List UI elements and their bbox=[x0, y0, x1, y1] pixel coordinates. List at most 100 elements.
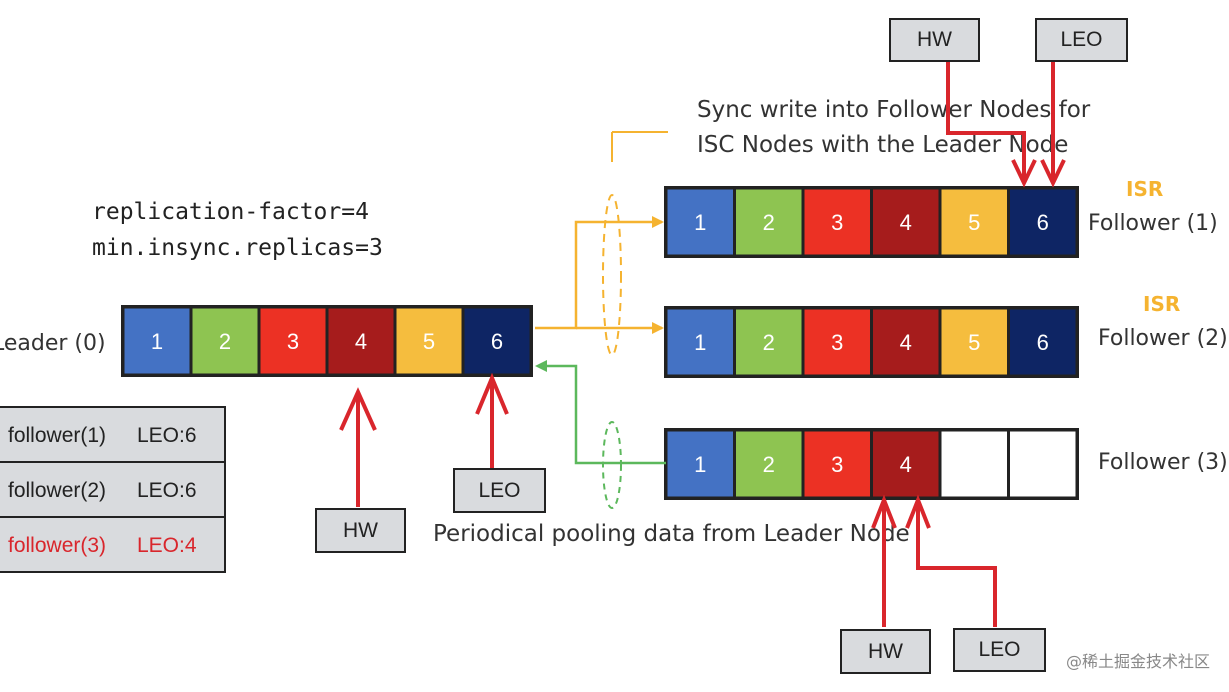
leader-log-cell bbox=[464, 308, 530, 374]
leader-hw-arrowhead bbox=[339, 387, 377, 431]
follower2-log-cell bbox=[1010, 309, 1076, 375]
leader-label: Leader (0) bbox=[0, 331, 106, 356]
follower1-log: 1 2 3 4 5 6 bbox=[664, 186, 1079, 258]
follower1-leo-text: LEO bbox=[1060, 28, 1102, 51]
follower3-log-cell bbox=[736, 431, 802, 497]
follower2-label: Follower (2) bbox=[1098, 326, 1228, 351]
follower3-log-cell bbox=[667, 431, 733, 497]
follower2-log-cell bbox=[804, 309, 870, 375]
follower3-log-cell-number: 2 bbox=[763, 452, 775, 477]
leader-log-cell bbox=[260, 308, 326, 374]
follower2-log-cell-number: 3 bbox=[831, 330, 843, 355]
follower1-log-cell-number: 1 bbox=[694, 210, 706, 235]
follower3-leo-arrowhead bbox=[905, 494, 931, 529]
follower3-log: 1 2 3 4 bbox=[664, 428, 1079, 500]
follower3-log-cell-number: 1 bbox=[694, 452, 706, 477]
follower3-log-frame bbox=[664, 428, 1079, 500]
follower1-leo-arrowhead bbox=[1040, 159, 1066, 188]
sync-arrowhead-follower2 bbox=[652, 322, 664, 334]
leader-log-cell-number: 6 bbox=[491, 329, 503, 354]
follower1-label: Follower (1) bbox=[1088, 211, 1218, 236]
leader-log-cell bbox=[192, 308, 258, 374]
leader-leo-text: LEO bbox=[478, 479, 520, 502]
follower3-log-cell-number: 3 bbox=[831, 452, 843, 477]
leo-table-follower-name: follower(3) bbox=[8, 534, 106, 557]
follower2-isr-label: ISR bbox=[1143, 292, 1180, 316]
pooling-caption: Periodical pooling data from Leader Node bbox=[433, 521, 910, 547]
follower2-log-cell bbox=[736, 309, 802, 375]
leader-leo-box: LEO bbox=[453, 468, 546, 513]
follower1-log-cell bbox=[941, 189, 1007, 255]
leader-log-frame bbox=[121, 305, 533, 377]
leo-table: follower(1) LEO:6 follower(2) LEO:6 follower… bbox=[0, 406, 226, 573]
follower1-log-cell-number: 3 bbox=[831, 210, 843, 235]
follower2-log-cell-number: 2 bbox=[763, 330, 775, 355]
leo-table-leo-value: LEO:6 bbox=[137, 424, 197, 447]
follower1-log-frame bbox=[664, 186, 1079, 258]
sync-arrowhead-follower1 bbox=[652, 216, 664, 228]
leader-log-cell-number: 3 bbox=[287, 329, 299, 354]
follower1-log-cell bbox=[667, 189, 733, 255]
watermark-text: @稀土掘金技术社区 bbox=[1066, 652, 1210, 671]
follower1-log-cell-number: 2 bbox=[763, 210, 775, 235]
follower3-leo-box: LEO bbox=[953, 628, 1046, 672]
sync-caption-line1: Sync write into Follower Nodes for bbox=[697, 97, 1091, 123]
follower3-leo-arrow bbox=[916, 502, 997, 627]
sync-caption-line2: ISC Nodes with the Leader Node bbox=[697, 132, 1068, 158]
follower1-leo-box: LEO bbox=[1035, 18, 1128, 62]
follower3-hw-text: HW bbox=[868, 640, 903, 663]
follower1-log-cell-number: 4 bbox=[900, 210, 912, 235]
follower1-log-cell bbox=[736, 189, 802, 255]
marker-arrows bbox=[339, 56, 1066, 627]
follower3-log-cell-number: 4 bbox=[900, 452, 912, 477]
leader-log-cell-number: 5 bbox=[423, 329, 435, 354]
follower1-log-cell bbox=[804, 189, 870, 255]
leader-log-cell bbox=[396, 308, 462, 374]
leo-table-row bbox=[0, 516, 226, 573]
follower2-log-cell-number: 1 bbox=[694, 330, 706, 355]
pool-line bbox=[545, 364, 666, 465]
leader-log-cell bbox=[328, 308, 394, 374]
follower3-log-cell bbox=[941, 431, 1007, 497]
follower1-log-cell bbox=[1010, 189, 1076, 255]
sync-isr-ellipse bbox=[602, 194, 622, 356]
leader-log-cell bbox=[124, 308, 190, 374]
leader-leo-arrowhead bbox=[475, 372, 509, 415]
follower1-hw-box: HW bbox=[889, 18, 980, 62]
leader-log-cell-number: 2 bbox=[219, 329, 231, 354]
follower3-log-cell bbox=[804, 431, 870, 497]
follower1-hw-arrowhead bbox=[1011, 159, 1037, 188]
follower2-log-frame bbox=[664, 306, 1079, 378]
follower3-hw-box: HW bbox=[840, 629, 931, 674]
sync-line-follower1 bbox=[535, 220, 662, 330]
follower3-hw-arrowhead bbox=[871, 494, 897, 529]
follower1-log-cell bbox=[873, 189, 939, 255]
leo-table-leo-value: LEO:6 bbox=[137, 479, 197, 502]
follower1-log-cell-number: 5 bbox=[968, 210, 980, 235]
leader-log-cell-number: 1 bbox=[151, 329, 163, 354]
leader-log-cell-number: 4 bbox=[355, 329, 367, 354]
follower2-log-cell-number: 4 bbox=[900, 330, 912, 355]
follower1-isr-label: ISR bbox=[1126, 177, 1163, 201]
follower2-log-cell bbox=[667, 309, 733, 375]
leo-table-row bbox=[0, 406, 226, 463]
follower3-log-cell bbox=[1010, 431, 1076, 497]
follower3-log-cell bbox=[873, 431, 939, 497]
follower3-leo-text: LEO bbox=[978, 638, 1020, 661]
follower1-log-cell-number: 6 bbox=[1037, 210, 1049, 235]
leo-table-leo-value: LEO:4 bbox=[137, 534, 197, 557]
pool-arrowhead bbox=[535, 360, 547, 372]
follower1-hw-arrow bbox=[946, 62, 1026, 180]
leader-log: 1 2 3 4 5 6 bbox=[121, 305, 533, 377]
leo-table-follower-name: follower(2) bbox=[8, 479, 106, 502]
sync-write-connector bbox=[535, 131, 668, 356]
follower1-hw-text: HW bbox=[917, 28, 952, 51]
replication-factor-text: replication-factor=4 bbox=[92, 199, 369, 225]
follower2-log-cell bbox=[873, 309, 939, 375]
min-insync-text: min.insync.replicas=3 bbox=[92, 235, 383, 261]
leo-table-follower-name: follower(1) bbox=[8, 424, 106, 447]
follower2-log-cell-number: 5 bbox=[968, 330, 980, 355]
leader-hw-text: HW bbox=[343, 519, 378, 542]
